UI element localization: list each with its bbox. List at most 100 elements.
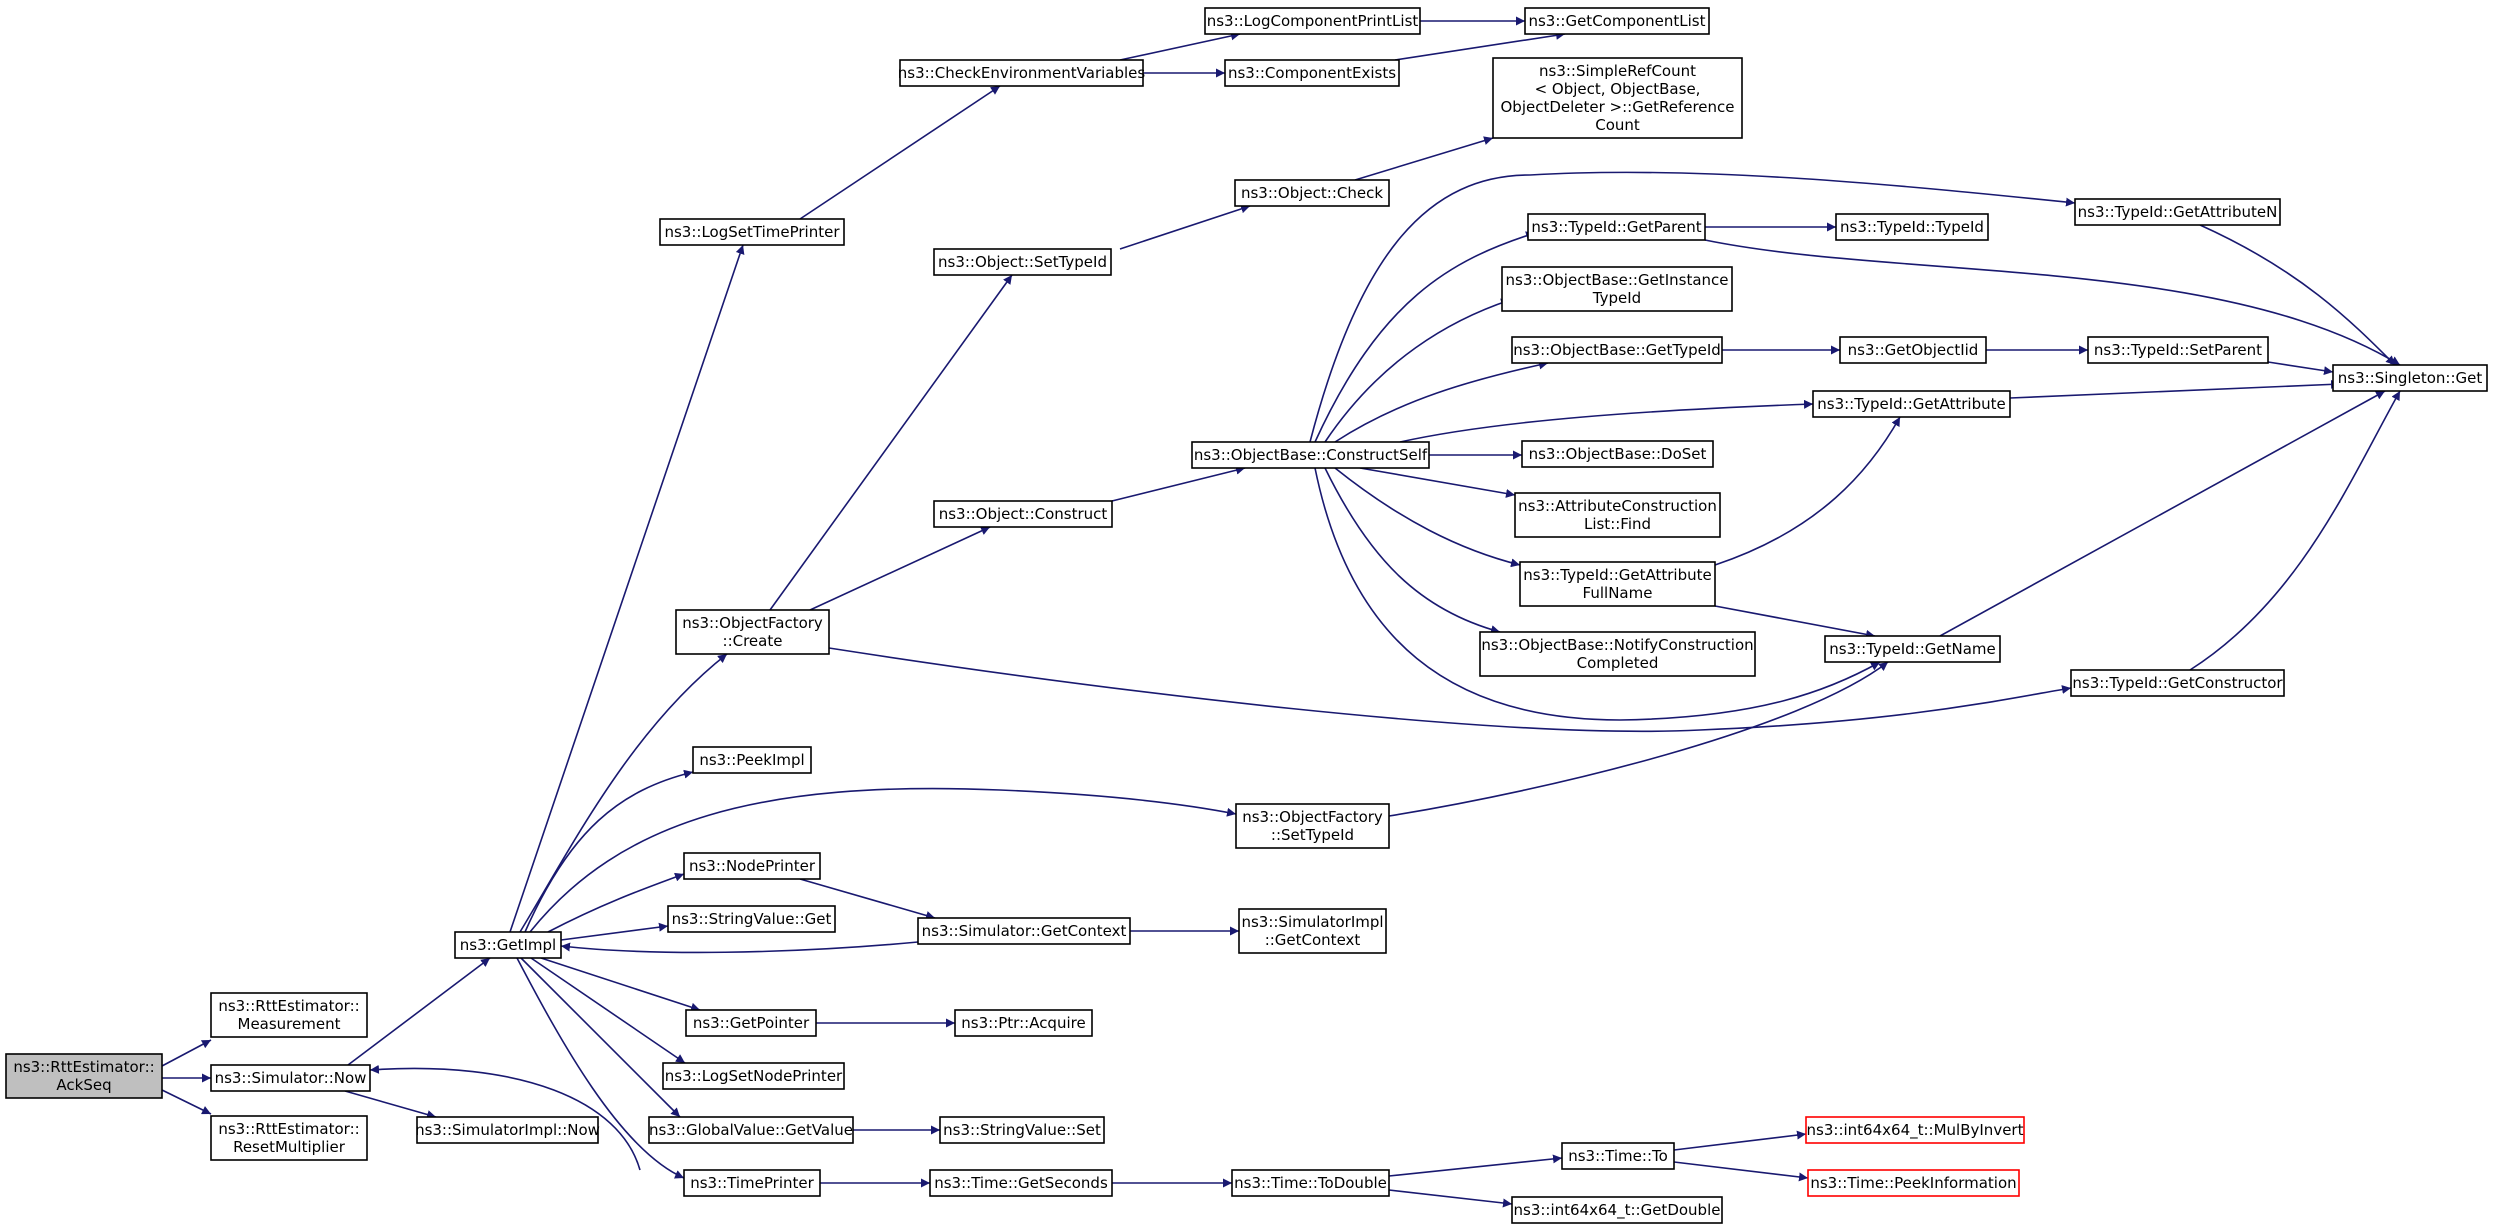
node-rstm[interactable]: ns3::RttEstimator::ResetMultiplier bbox=[210, 1115, 368, 1161]
node-tidgetname[interactable]: ns3::TypeId::GetName bbox=[1824, 635, 2001, 663]
node-label: ns3::TypeId::GetAttribute bbox=[1523, 566, 1711, 584]
node-tidgetparent[interactable]: ns3::TypeId::GetParent bbox=[1527, 213, 1706, 241]
node-getdouble[interactable]: ns3::int64x64_t::GetDouble bbox=[1511, 1196, 1723, 1224]
node-peekimpl[interactable]: ns3::PeekImpl bbox=[692, 746, 812, 774]
node-label: ns3::Object::SetTypeId bbox=[938, 253, 1107, 271]
node-box bbox=[933, 500, 1113, 528]
node-objfactsettypeid[interactable]: ns3::ObjectFactory::SetTypeId bbox=[1235, 803, 1390, 849]
node-box bbox=[685, 1009, 817, 1037]
node-timeprinter[interactable]: ns3::TimePrinter bbox=[683, 1169, 821, 1197]
node-simimplnow[interactable]: ns3::SimulatorImpl::Now bbox=[415, 1116, 600, 1144]
node-obnotify[interactable]: ns3::ObjectBase::NotifyConstructionCompl… bbox=[1479, 631, 1756, 677]
edge-obconstructself-to-tidgetattrn bbox=[1309, 171, 2076, 443]
node-label: ::GetContext bbox=[1265, 931, 1361, 949]
node-box bbox=[210, 992, 368, 1038]
node-globalvaluegetvalue[interactable]: ns3::GlobalValue::GetValue bbox=[648, 1116, 854, 1144]
edge-timetodouble-to-getdouble bbox=[1388, 1189, 1513, 1208]
node-box bbox=[683, 852, 821, 880]
node-singletonget[interactable]: ns3::Singleton::Get bbox=[2332, 364, 2488, 392]
node-logsetnodeprinter[interactable]: ns3::LogSetNodePrinter bbox=[662, 1062, 845, 1090]
node-box bbox=[454, 931, 562, 959]
node-box bbox=[1492, 57, 1743, 139]
node-label: ns3::SimulatorImpl bbox=[1241, 913, 1383, 931]
node-label: ns3::TypeId::GetName bbox=[1829, 640, 1995, 658]
node-obconstructself[interactable]: ns3::ObjectBase::ConstructSelf bbox=[1191, 441, 1430, 469]
node-tidsetparent[interactable]: ns3::TypeId::SetParent bbox=[2087, 336, 2269, 364]
node-logsettp[interactable]: ns3::LogSetTimePrinter bbox=[659, 218, 845, 246]
node-box bbox=[1238, 908, 1387, 954]
node-timegetseconds[interactable]: ns3::Time::GetSeconds bbox=[929, 1169, 1113, 1197]
edge-nodeprinter-to-simgetcontext bbox=[799, 878, 936, 920]
node-simgetcontext[interactable]: ns3::Simulator::GetContext bbox=[917, 917, 1131, 945]
node-tidtypeid[interactable]: ns3::TypeId::TypeId bbox=[1835, 213, 1989, 241]
node-label: ns3::int64x64_t::MulByInvert bbox=[1807, 1121, 2024, 1140]
node-getcomplist[interactable]: ns3::GetComponentList bbox=[1524, 7, 1710, 35]
node-now[interactable]: ns3::Simulator::Now bbox=[210, 1064, 371, 1092]
node-label: ns3::Simulator::Now bbox=[215, 1069, 367, 1087]
node-stringvalueget[interactable]: ns3::StringValue::Get bbox=[667, 905, 836, 933]
node-label: ns3::GetObjectIid bbox=[1848, 341, 1979, 359]
edge-getimpl-to-stringvalueget bbox=[560, 922, 669, 941]
node-timetodouble[interactable]: ns3::Time::ToDouble bbox=[1231, 1169, 1390, 1197]
node-label: ns3::GlobalValue::GetValue bbox=[649, 1121, 853, 1139]
edge-tidgetparent-to-singletonget bbox=[1704, 239, 2401, 366]
node-ptracquire[interactable]: ns3::Ptr::Acquire bbox=[954, 1009, 1093, 1037]
node-tidgetattr[interactable]: ns3::TypeId::GetAttribute bbox=[1812, 390, 2011, 418]
node-box bbox=[1235, 803, 1390, 849]
node-simimplgetctx[interactable]: ns3::SimulatorImpl::GetContext bbox=[1238, 908, 1387, 954]
node-label: ns3::Singleton::Get bbox=[2338, 369, 2483, 387]
node-obgettypeid[interactable]: ns3::ObjectBase::GetTypeId bbox=[1511, 336, 1723, 364]
node-checkenv[interactable]: ns3::CheckEnvironmentVariables bbox=[898, 59, 1146, 87]
edge-getimpl-to-logsetnodeprinter bbox=[530, 957, 686, 1064]
edge-tidgetattr-to-singletonget bbox=[2009, 379, 2341, 399]
node-peekinfo[interactable]: ns3::Time::PeekInformation bbox=[1807, 1169, 2020, 1197]
node-box bbox=[2332, 364, 2488, 392]
node-getpointer[interactable]: ns3::GetPointer bbox=[685, 1009, 817, 1037]
node-compexists[interactable]: ns3::ComponentExists bbox=[1224, 59, 1400, 87]
node-label: List::Find bbox=[1584, 515, 1651, 533]
node-tidgetconstructor[interactable]: ns3::TypeId::GetConstructor bbox=[2070, 669, 2285, 697]
node-getobjectiid[interactable]: ns3::GetObjectIid bbox=[1839, 336, 1987, 364]
node-objcheck[interactable]: ns3::Object::Check bbox=[1234, 179, 1390, 207]
node-box bbox=[683, 1169, 821, 1197]
node-logcompprint[interactable]: ns3::LogComponentPrintList bbox=[1204, 7, 1421, 35]
node-label: ns3::ObjectBase::NotifyConstruction bbox=[1481, 636, 1753, 654]
node-label: ns3::ObjectFactory bbox=[682, 614, 823, 632]
node-objfactcreate[interactable]: ns3::ObjectFactory::Create bbox=[675, 609, 830, 655]
node-nodeprinter[interactable]: ns3::NodePrinter bbox=[683, 852, 821, 880]
node-getimpl[interactable]: ns3::GetImpl bbox=[454, 931, 562, 959]
edge-timeto-to-peekinfo bbox=[1673, 1161, 1809, 1182]
edge-tidgetattrfull-to-tidgetname bbox=[1714, 605, 1876, 639]
edge-objconstruct-to-obconstructself bbox=[1111, 465, 1246, 502]
node-stringvalueset[interactable]: ns3::StringValue::Set bbox=[939, 1116, 1105, 1144]
edge-getimpl-to-globalvaluegetvalue bbox=[520, 957, 681, 1118]
node-acks[interactable]: ns3::RttEstimator::AckSeq bbox=[5, 1053, 163, 1099]
node-label: ns3::LogSetNodePrinter bbox=[665, 1067, 843, 1085]
node-label: ns3::TypeId::TypeId bbox=[1840, 218, 1984, 236]
node-label: ns3::ObjectBase::ConstructSelf bbox=[1194, 446, 1428, 464]
node-simplerefcount[interactable]: ns3::SimpleRefCount< Object, ObjectBase,… bbox=[1492, 57, 1743, 139]
node-mulbyinvert[interactable]: ns3::int64x64_t::MulByInvert bbox=[1805, 1116, 2025, 1144]
node-label: ns3::TypeId::GetParent bbox=[1531, 218, 1701, 236]
node-objsettypeid[interactable]: ns3::Object::SetTypeId bbox=[933, 248, 1112, 276]
edge-getimpl-to-peekimpl bbox=[524, 769, 694, 933]
node-box bbox=[1561, 1142, 1675, 1170]
node-label: ns3::RttEstimator:: bbox=[218, 1120, 359, 1138]
node-meas[interactable]: ns3::RttEstimator::Measurement bbox=[210, 992, 368, 1038]
edge-objfactsettypeid-to-tidgetname bbox=[1388, 661, 1889, 817]
node-tidgetattrn[interactable]: ns3::TypeId::GetAttributeN bbox=[2074, 198, 2281, 226]
node-label: ns3::ObjectBase::GetInstance bbox=[1506, 271, 1729, 289]
node-obdoset[interactable]: ns3::ObjectBase::DoSet bbox=[1521, 440, 1714, 468]
node-box bbox=[1835, 213, 1989, 241]
node-box bbox=[675, 609, 830, 655]
node-box bbox=[1501, 266, 1733, 312]
node-box bbox=[939, 1116, 1105, 1144]
node-label: ns3::ObjectBase::DoSet bbox=[1529, 445, 1707, 463]
node-objconstruct[interactable]: ns3::Object::Construct bbox=[933, 500, 1113, 528]
node-box bbox=[1479, 631, 1756, 677]
node-label: ::Create bbox=[723, 632, 783, 650]
node-timeto[interactable]: ns3::Time::To bbox=[1561, 1142, 1675, 1170]
